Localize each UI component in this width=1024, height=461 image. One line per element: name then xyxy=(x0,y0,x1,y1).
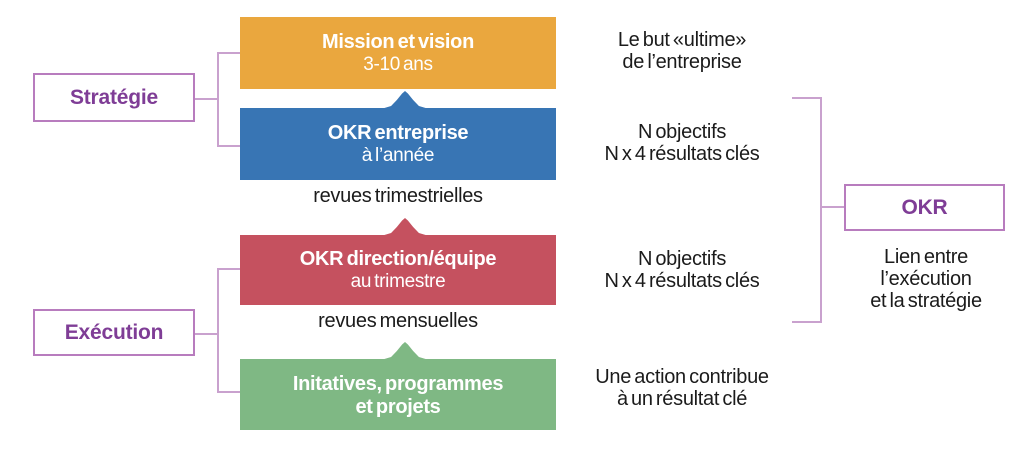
execution-bracket-connector xyxy=(195,333,218,335)
up-arrow-icon xyxy=(381,91,429,109)
annotation-okr-entreprise-line1: N objectifs xyxy=(637,121,727,143)
level-okr-entreprise: OKR entreprise à l’année xyxy=(240,91,556,180)
annotation-okr-direction-line1: N objectifs xyxy=(637,248,727,270)
annotation-mission-line2: de l’entreprise xyxy=(622,51,742,73)
level-mission-vision: Mission et vision 3-10 ans xyxy=(240,17,556,89)
annotation-initiatives-line1: Une action contribue xyxy=(595,366,769,388)
up-arrow-icon xyxy=(381,218,429,236)
quarterly-reviews-label: revues trimestrielles xyxy=(313,185,483,207)
okr-bracket-top-stub xyxy=(792,97,822,99)
level-okr-direction-equipe-subtitle: au trimestre xyxy=(350,271,446,292)
strategy-bracket-top-stub xyxy=(217,52,240,54)
level-okr-entreprise-title: OKR entreprise xyxy=(327,122,469,144)
execution-bracket-vertical xyxy=(217,268,219,393)
okr-bracket-vertical xyxy=(820,97,822,323)
okr-box: OKR xyxy=(844,184,1005,231)
annotation-mission: Le but «ultime» de l’entreprise xyxy=(562,29,802,73)
okr-bracket-connector xyxy=(820,206,844,208)
okr-bracket-bottom-stub xyxy=(792,321,822,323)
annotation-okr-direction-line2: N x 4 résultats clés xyxy=(604,270,760,292)
level-okr-direction-equipe-title: OKR direction/équipe xyxy=(299,248,497,270)
annotation-mission-line1: Le but «ultime» xyxy=(617,29,747,51)
execution-bracket-bottom-stub xyxy=(217,391,240,393)
monthly-reviews-label: revues mensuelles xyxy=(318,310,478,332)
annotation-okr-entreprise-line2: N x 4 résultats clés xyxy=(604,143,760,165)
execution-label: Exécution xyxy=(64,320,164,344)
level-mission-vision-subtitle: 3-10 ans xyxy=(363,54,433,75)
level-okr-entreprise-subtitle: à l’année xyxy=(361,145,435,166)
strategy-bracket-bottom-stub xyxy=(217,145,240,147)
okr-description: Lien entre l’exécution et la stratégie xyxy=(836,246,1016,312)
annotation-initiatives: Une action contribue à un résultat clé xyxy=(562,366,802,410)
up-arrow-icon xyxy=(381,342,429,360)
annotation-okr-entreprise: N objectifs N x 4 résultats clés xyxy=(562,121,802,165)
strategy-bracket-vertical xyxy=(217,52,219,147)
okr-description-line2: l’exécution xyxy=(880,268,972,290)
strategy-bracket-connector xyxy=(195,98,218,100)
okr-label: OKR xyxy=(901,195,948,219)
annotation-initiatives-line2: à un résultat clé xyxy=(616,388,748,410)
execution-bracket-top-stub xyxy=(217,268,240,270)
level-initiatives-programmes-subtitle: et projets xyxy=(355,395,441,418)
okr-description-line1: Lien entre xyxy=(884,246,968,268)
level-okr-direction-equipe: OKR direction/équipe au trimestre xyxy=(240,218,556,305)
level-initiatives-programmes: Initatives, programmes et projets xyxy=(240,342,556,430)
strategy-box: Stratégie xyxy=(33,73,195,122)
strategy-label: Stratégie xyxy=(69,85,159,109)
okr-description-line3: et la stratégie xyxy=(870,290,982,312)
level-mission-vision-title: Mission et vision xyxy=(321,31,475,53)
level-initiatives-programmes-title: Initatives, programmes xyxy=(292,372,504,395)
execution-box: Exécution xyxy=(33,309,195,356)
annotation-okr-direction: N objectifs N x 4 résultats clés xyxy=(562,248,802,292)
